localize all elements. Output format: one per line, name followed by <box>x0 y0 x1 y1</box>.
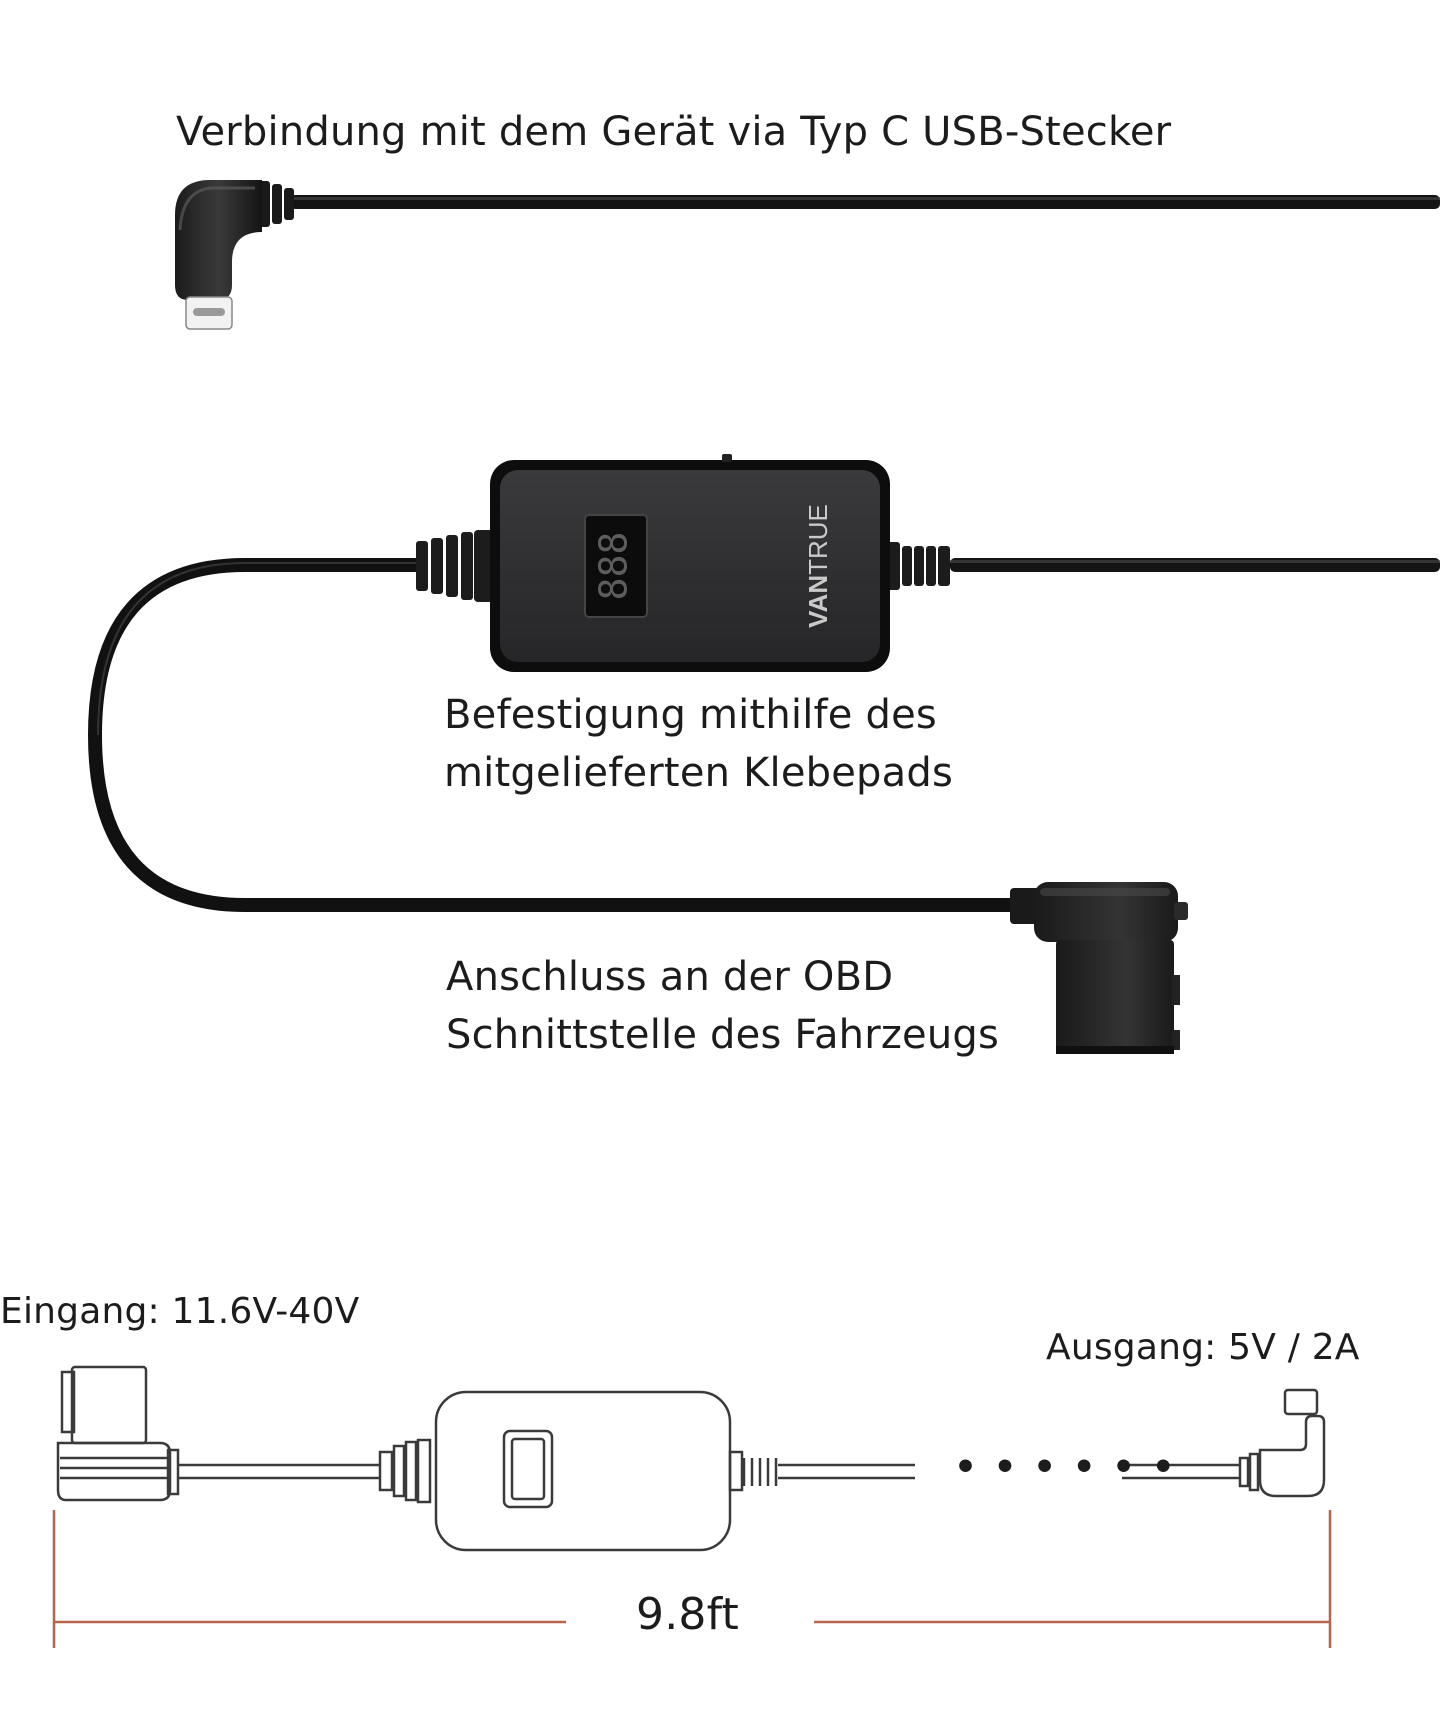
obd-label-line2: Schnittstelle des Fahrzeugs <box>446 1012 1000 1058</box>
obd-connector <box>1010 882 1188 1054</box>
svg-text:VANTRUE: VANTRUE <box>803 504 833 628</box>
sketch-strain-left <box>378 1438 432 1504</box>
output-voltage-label: Ausgang: 5V / 2A <box>1046 1327 1360 1368</box>
sketch-display <box>502 1429 554 1509</box>
length-dimension <box>52 1510 1332 1648</box>
input-voltage-label: Eingang: 11.6V-40V <box>0 1291 360 1332</box>
converter-module: 888 VANTRUE <box>490 454 890 672</box>
module-strain-relief-left <box>416 530 494 602</box>
cable-length-label: 9.8ft <box>636 1589 739 1640</box>
usb-connector-label: Verbindung mit dem Gerät via Typ C USB-S… <box>176 109 1172 155</box>
obd-label: Anschluss an der OBD Schnittstelle des F… <box>446 948 999 1064</box>
brand-logo: VANTRUE <box>803 504 833 628</box>
svg-text:888: 888 <box>592 532 636 601</box>
obd-cable <box>87 558 1440 912</box>
sketch-strain-right <box>728 1450 778 1492</box>
mount-label-line1: Befestigung mithilfe des <box>444 692 937 738</box>
cable-continuation-dots: • • • • • • <box>954 1447 1177 1488</box>
sketch-diagram <box>56 1365 1326 1552</box>
usb-c-cable <box>175 180 1440 330</box>
module-strain-relief-right <box>884 542 950 590</box>
sketch-usb-c <box>1238 1388 1326 1498</box>
sketch-obd-plug <box>56 1365 180 1502</box>
sketch-module <box>434 1390 732 1552</box>
display-digits: 888 <box>592 532 636 601</box>
mount-label: Befestigung mithilfe des mitgelieferten … <box>444 686 953 802</box>
mount-label-line2: mitgelieferten Klebepads <box>444 750 953 796</box>
obd-label-line1: Anschluss an der OBD <box>446 954 894 1000</box>
